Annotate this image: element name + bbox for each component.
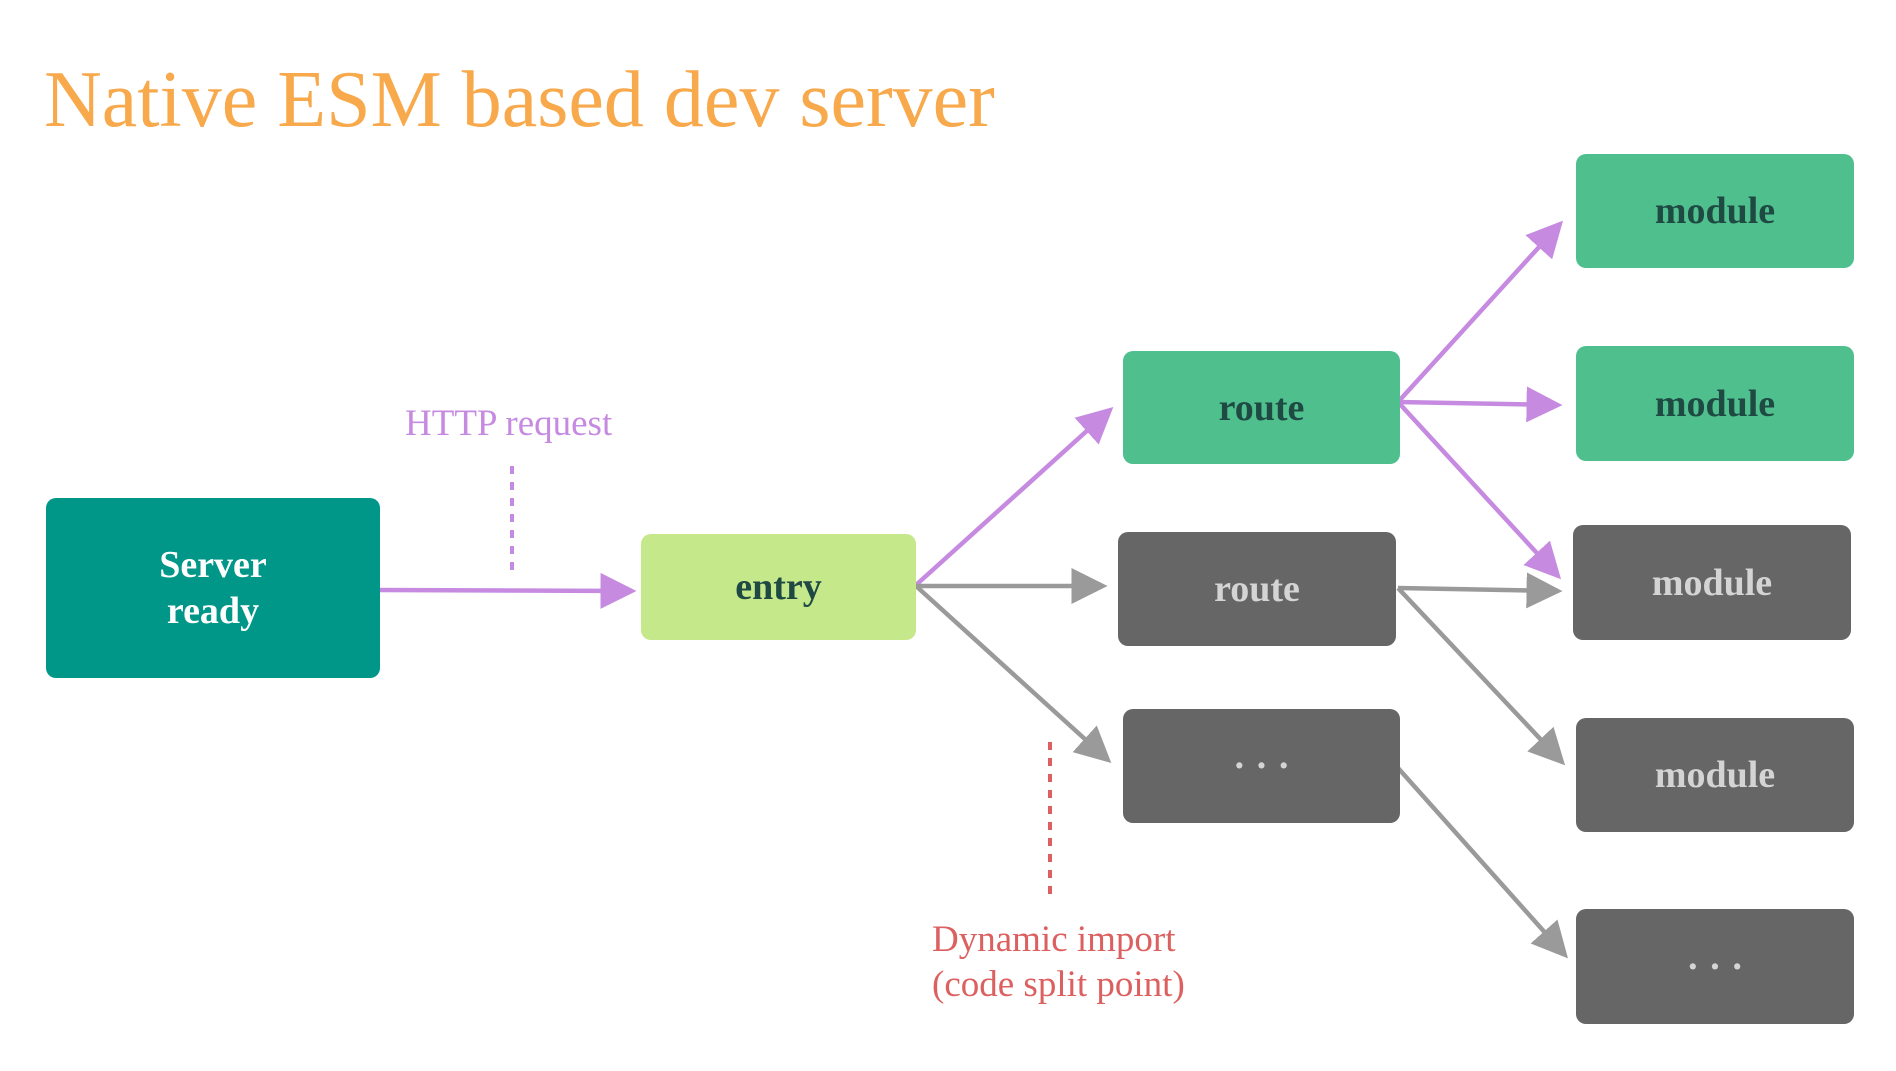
diagram-title: Native ESM based dev server [44, 56, 995, 144]
module-1-label: module [1654, 190, 1776, 232]
edge-route-to-module-2 [1397, 386, 1563, 423]
module-2-label: module [1654, 382, 1776, 425]
edge-entry-to-route-active [914, 406, 1114, 587]
edge-server-to-entry [379, 572, 637, 609]
module-3-label: module [1651, 561, 1773, 604]
server-ready-label: Server ready [159, 544, 267, 632]
route-inactive-label: route [1214, 568, 1300, 610]
entry-node: entry [641, 534, 916, 640]
module-node-1: module [1576, 154, 1854, 268]
route-node-inactive: route [1118, 532, 1396, 646]
http-request-annotation: HTTP request [405, 401, 612, 446]
route-ellipsis-label: · · · [1232, 745, 1291, 787]
dynamic-import-annotation: Dynamic import (code split point) [932, 917, 1185, 1007]
module-ellipsis-node: · · · [1576, 909, 1854, 1024]
edge-route-inactive-to-module-3 [1397, 572, 1563, 609]
edge-route-to-module-3 [1396, 400, 1562, 580]
module-ellipsis-label: · · · [1686, 945, 1744, 988]
http-request-text: HTTP request [405, 403, 613, 444]
module-node-3: module [1573, 525, 1851, 640]
module-node-4: module [1576, 718, 1854, 832]
server-ready-node: Server ready [46, 498, 380, 678]
route-node-active: route [1123, 351, 1400, 464]
module-node-2: module [1576, 346, 1854, 461]
entry-label: entry [735, 566, 822, 608]
edge-route-to-module-1 [1396, 220, 1564, 404]
route-active-label: route [1218, 386, 1305, 429]
edge-ellipsis-to-module-ellipsis [1396, 766, 1568, 959]
edge-route-inactive-to-module-4 [1396, 586, 1566, 766]
edge-entry-to-route-ellipsis [914, 584, 1112, 764]
dynamic-import-text: Dynamic import (code split point) [932, 919, 1185, 1005]
route-ellipsis-node: · · · [1123, 709, 1400, 823]
module-4-label: module [1654, 754, 1776, 796]
